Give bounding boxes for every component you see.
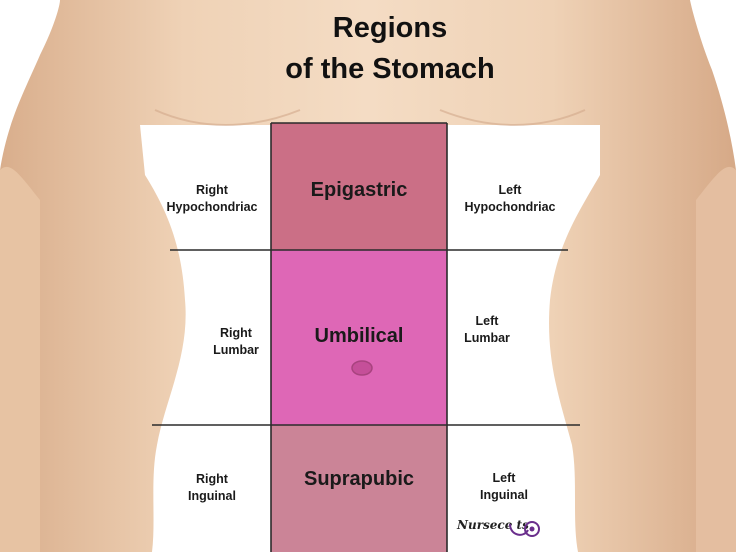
label-line: Right [196, 183, 228, 197]
stethoscope-icon [509, 521, 540, 537]
label-left-lumbar: Left Lumbar [447, 313, 527, 347]
label-line: Hypochondriac [166, 200, 258, 214]
label-line: Left [498, 183, 522, 197]
label-line: Right [220, 326, 252, 340]
label-epigastric: Epigastric [310, 179, 408, 201]
label-right-hypochondriac: Right Hypochondriac [152, 182, 272, 216]
grid-lines [152, 122, 580, 552]
title-line-2: of the Stomach [285, 53, 495, 85]
label-suprapubic: Suprapubic [303, 468, 414, 490]
label-right-inguinal: Right Inguinal [172, 471, 252, 505]
left-arm [696, 166, 736, 552]
label-line: Inguinal [188, 489, 236, 503]
label-line: Inguinal [480, 488, 528, 502]
label-line: Lumbar [213, 343, 259, 357]
label-line: Hypochondriac [464, 200, 556, 214]
region-epigastric [271, 123, 447, 250]
label-left-inguinal: Left Inguinal [464, 470, 544, 504]
chest-shadow [154, 109, 586, 126]
label-right-lumbar: Right Lumbar [196, 325, 276, 359]
label-umbilical: Umbilical [314, 325, 404, 347]
label-line: Left [475, 314, 499, 328]
region-umbilical [271, 250, 447, 425]
right-arm [0, 166, 40, 552]
diagram-title: Regions of the Stomach [190, 8, 590, 90]
label-left-hypochondriac: Left Hypochondriac [450, 182, 570, 216]
region-suprapubic [271, 425, 447, 552]
title-line-1: Regions [332, 12, 448, 44]
navel [351, 360, 373, 376]
label-line: Right [196, 472, 228, 486]
label-line: Lumbar [464, 331, 510, 345]
label-line: Left [492, 471, 516, 485]
